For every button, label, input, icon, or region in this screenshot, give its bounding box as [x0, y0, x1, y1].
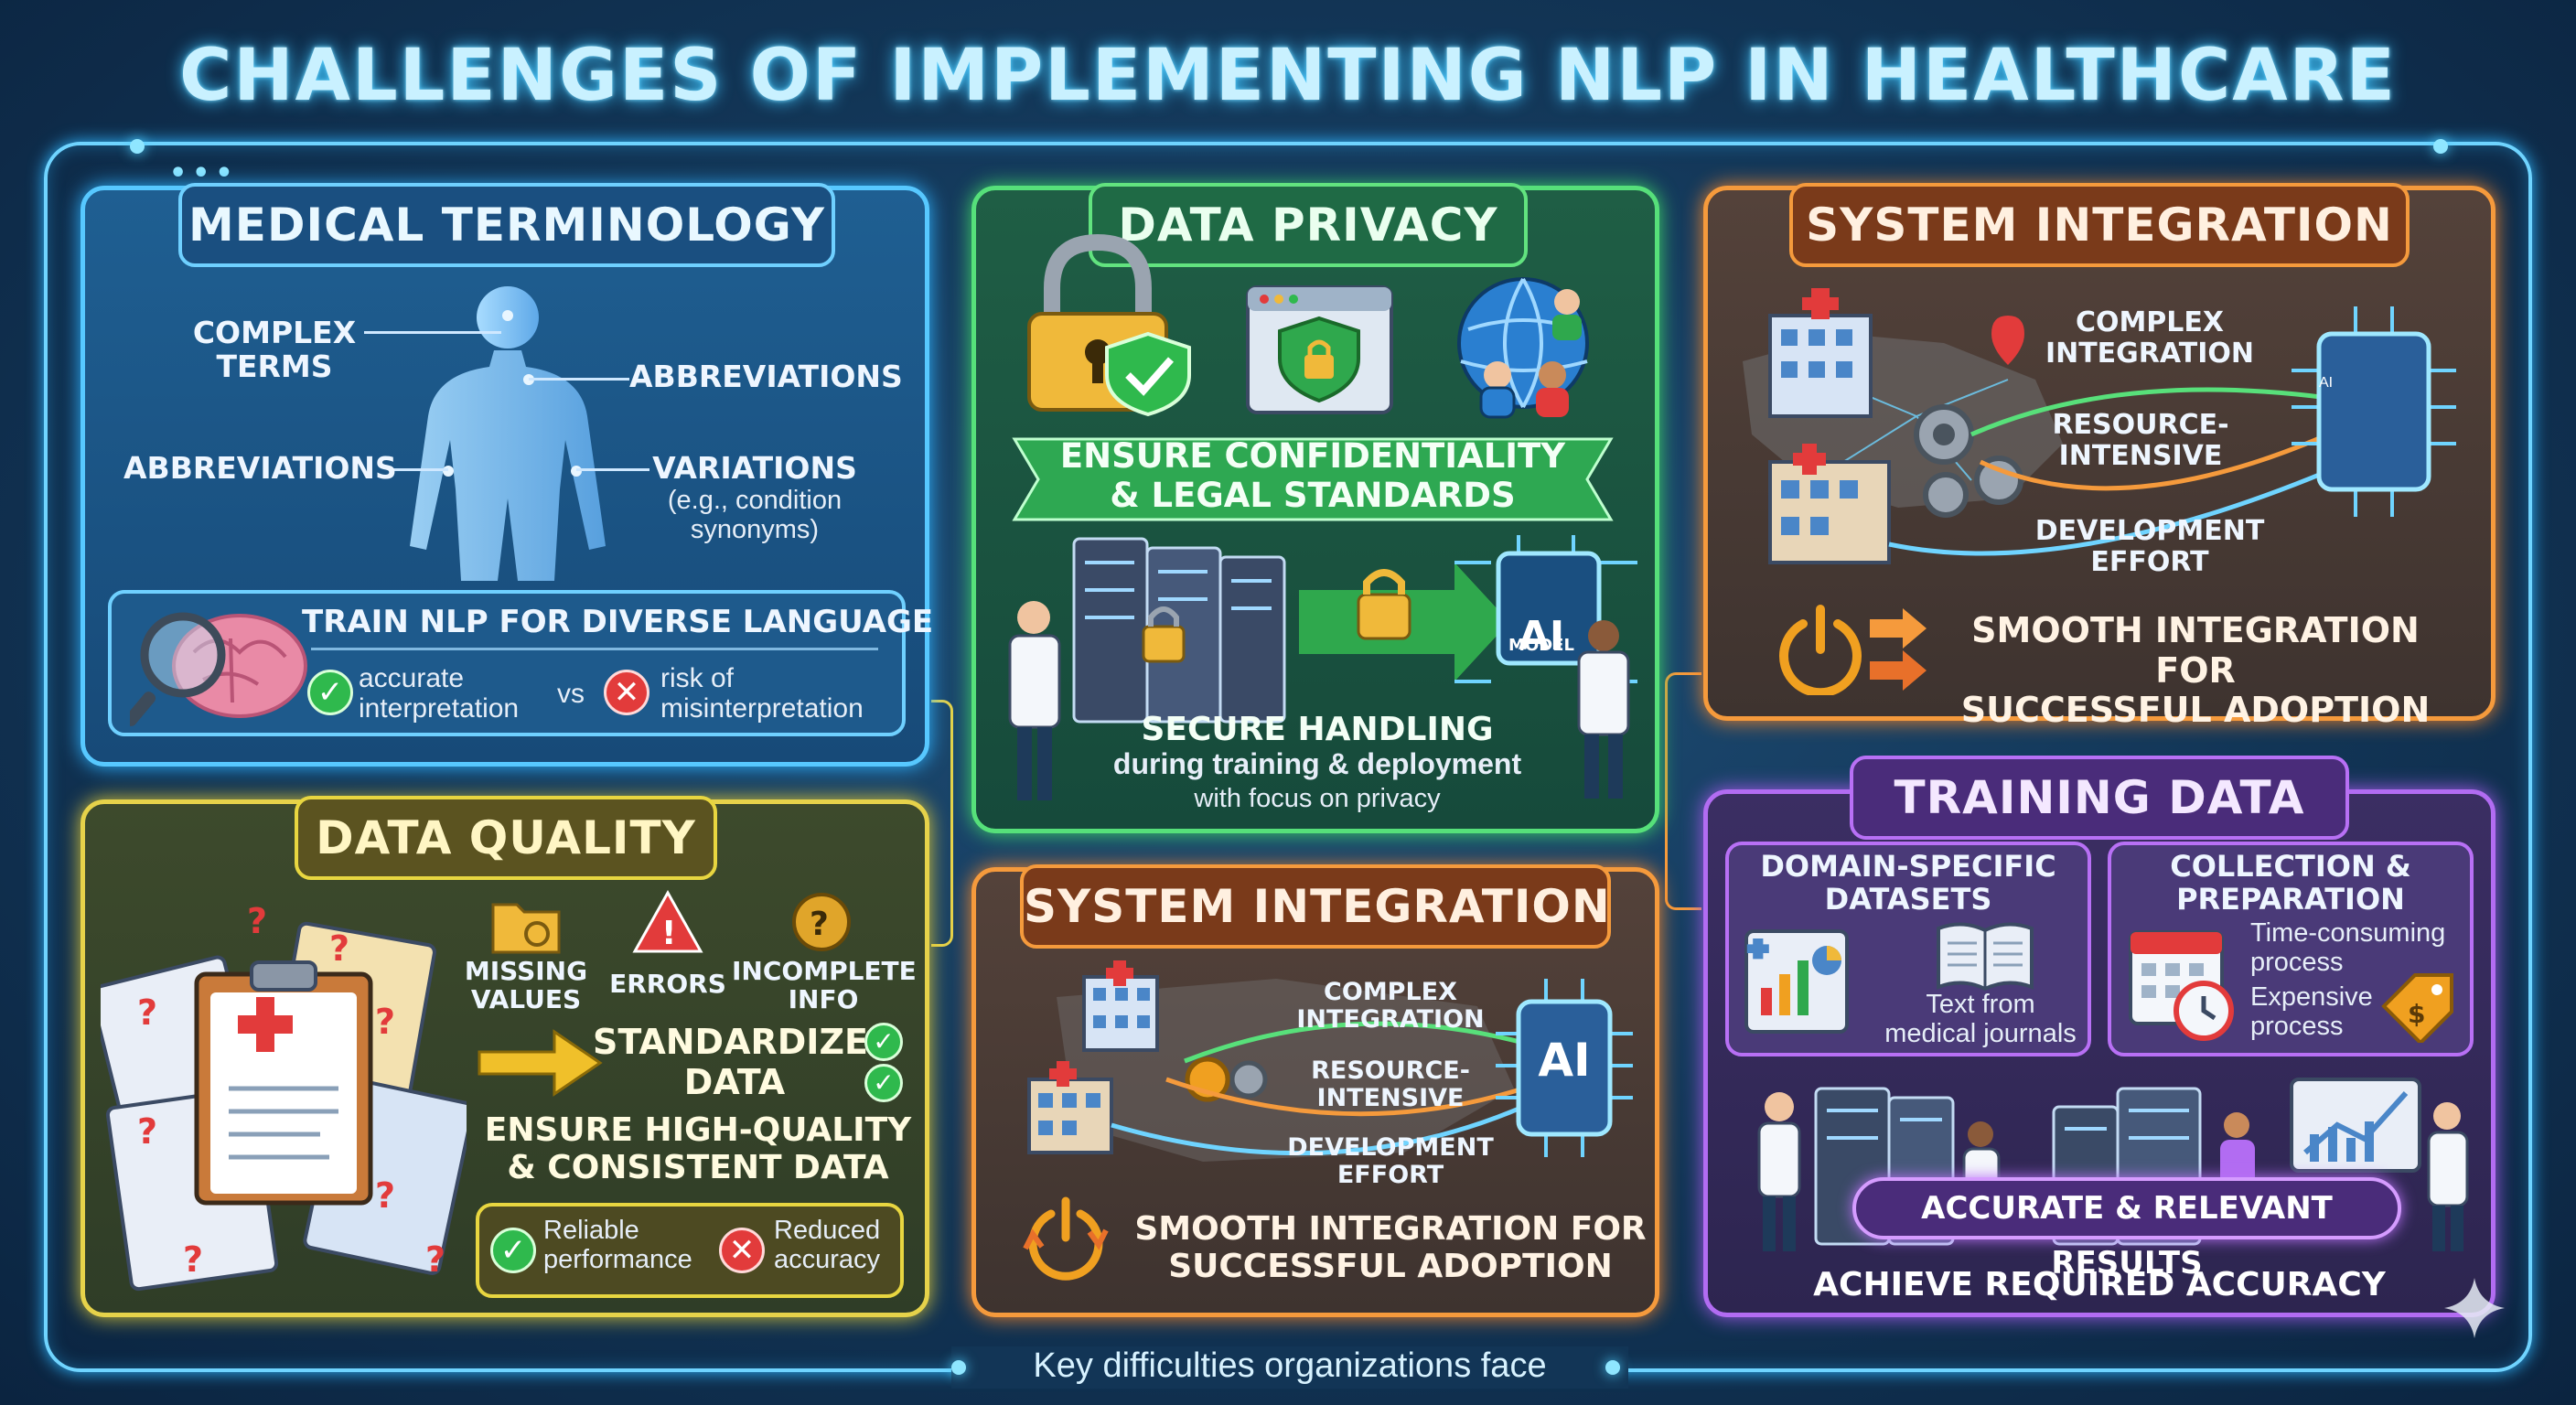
expensive-text: Expensive process — [2250, 982, 2373, 1041]
svg-text:$: $ — [2408, 999, 2425, 1029]
check-icon: ✓ — [864, 1023, 903, 1061]
system-integration-top-heading: SYSTEM INTEGRATION — [1789, 183, 2410, 267]
focus-privacy-text: with focus on privacy — [1194, 784, 1441, 813]
svg-text:?: ? — [137, 992, 157, 1033]
integration-mid-ai-label: AI — [1538, 1034, 1591, 1087]
svg-text:?: ? — [247, 906, 267, 941]
warning-icon: ! — [632, 889, 703, 953]
pointer-line — [529, 378, 629, 381]
secure-handling-title: SECURE HANDLING — [1141, 711, 1494, 748]
errors-label: ERRORS — [609, 969, 726, 999]
svg-text:?: ? — [810, 906, 829, 943]
sparkle-icon — [2444, 1278, 2505, 1338]
book-icon — [1937, 922, 2034, 992]
check-icon: ✓ — [490, 1228, 536, 1273]
svg-text:?: ? — [329, 928, 349, 969]
connector-line — [931, 700, 953, 947]
power-icon — [1779, 605, 1862, 695]
pointer-line — [576, 468, 649, 471]
vs-text: vs — [557, 679, 585, 709]
abbreviations-right-label: ABBREVIATIONS — [629, 359, 903, 394]
svg-text:?: ? — [375, 1175, 395, 1216]
reliable-performance-text: Reliable performance — [543, 1216, 692, 1274]
privacy-model-label: MODEL — [1508, 636, 1574, 655]
incomplete-info-label: INCOMPLETE INFO — [732, 956, 917, 1015]
pointer-line — [393, 468, 448, 471]
connector-line — [1665, 672, 1701, 910]
ribbon-banner — [1012, 437, 1614, 521]
report-chart-icon — [1744, 929, 1849, 1034]
brain-magnifier-icon — [130, 612, 307, 726]
frame-glow-dot — [2433, 139, 2448, 154]
footer-glow-dot — [1605, 1360, 1620, 1375]
accurate-interpretation-text: accurate interpretation — [359, 663, 520, 724]
page-title: CHALLENGES OF IMPLEMENTING NLP IN HEALTH… — [179, 35, 2397, 117]
footer-caption: Key difficulties organizations face — [951, 1346, 1628, 1389]
svg-text:?: ? — [183, 1239, 203, 1280]
browser-lock-icon — [1246, 285, 1393, 414]
frame-glow-dot — [130, 139, 145, 154]
check-icon: ✓ — [864, 1064, 903, 1102]
secure-pipeline-illustration — [1008, 535, 1637, 800]
missing-values-label: MISSING VALUES — [464, 956, 588, 1015]
question-icon: ? — [792, 893, 851, 951]
development-effort-mid-label: DEVELOPMENT EFFORT — [1287, 1133, 1494, 1190]
folder-icon — [491, 903, 561, 954]
smooth-integration-mid-text: SMOOTH INTEGRATION FOR SUCCESSFUL ADOPTI… — [1134, 1210, 1647, 1286]
system-integration-mid-heading: SYSTEM INTEGRATION — [1020, 864, 1611, 949]
time-consuming-text: Time-consuming process — [2250, 918, 2446, 977]
standardized-data-label: STANDARDIZED DATA — [593, 1022, 897, 1102]
ensure-quality-label: ENSURE HIGH-QUALITY & CONSISTENT DATA — [484, 1111, 912, 1187]
svg-text:?: ? — [425, 1239, 445, 1280]
quality-outcomes-box — [476, 1203, 904, 1298]
development-effort-label: DEVELOPMENT EFFORT — [2034, 515, 2265, 578]
complex-integration-label: COMPLEX INTEGRATION — [2045, 306, 2255, 370]
scientist-icon — [1577, 620, 1630, 799]
documents-pile-icon: ? ? ? ? ? ? ? ? — [101, 906, 467, 1292]
privacy-ai-label: AI — [1518, 613, 1565, 660]
achieve-accuracy-text: ACHIEVE REQUIRED ACCURACY — [1813, 1266, 2386, 1303]
variations-note: (e.g., condition synonyms) — [667, 486, 843, 544]
svg-text:?: ? — [137, 1111, 157, 1152]
power-cycle-icon — [1023, 1196, 1109, 1281]
resource-intensive-label: RESOURCE- INTENSIVE — [2052, 409, 2229, 472]
confidentiality-ribbon-text: ENSURE CONFIDENTIALITY & LEGAL STANDARDS — [1059, 436, 1566, 515]
cross-icon: ✕ — [604, 670, 649, 715]
complex-terms-label: COMPLEX TERMS — [192, 315, 357, 384]
collection-preparation-title: COLLECTION & PREPARATION — [2170, 849, 2411, 917]
resource-intensive-mid-label: RESOURCE- INTENSIVE — [1311, 1056, 1470, 1113]
abbreviations-left-label: ABBREVIATIONS — [123, 450, 397, 486]
variations-label: VARIATIONS — [652, 450, 857, 486]
during-training-text: during training & deployment — [1112, 747, 1522, 780]
integration-top-ai-label: AI — [2319, 375, 2334, 391]
medical-journals-text: Text from medical journals — [1884, 990, 2077, 1048]
accurate-results-pill: ACCURATE & RELEVANT RESULTS — [1852, 1177, 2401, 1282]
divider — [311, 648, 878, 650]
double-arrow-icon — [1870, 608, 1927, 691]
complex-integration-mid-label: COMPLEX INTEGRATION — [1296, 978, 1485, 1035]
arrow-right-icon — [478, 1029, 603, 1097]
data-quality-heading: DATA QUALITY — [295, 796, 717, 880]
padlock-shield-icon — [1027, 233, 1191, 416]
human-body-icon — [410, 286, 606, 581]
pointer-line — [364, 331, 501, 334]
risk-misinterpretation-text: risk of misinterpretation — [660, 663, 864, 724]
price-tag-icon: $ — [2381, 973, 2453, 1043]
domain-datasets-title: DOMAIN-SPECIFIC DATASETS — [1760, 849, 2056, 917]
integration-network-illustration — [1743, 288, 2456, 564]
smooth-integration-top-text: SMOOTH INTEGRATION FOR SUCCESSFUL ADOPTI… — [1960, 610, 2431, 731]
cross-icon: ✕ — [719, 1228, 765, 1273]
medical-terminology-heading: MEDICAL TERMINOLOGY — [178, 183, 835, 267]
footer-glow-dot — [951, 1360, 966, 1375]
training-data-heading: TRAINING DATA — [1850, 756, 2349, 840]
reduced-accuracy-text: Reduced accuracy — [774, 1216, 881, 1274]
svg-text:!: ! — [661, 915, 676, 952]
check-icon: ✓ — [307, 670, 353, 715]
calendar-clock-icon — [2129, 930, 2234, 1041]
integration-network-mid-illustration — [1027, 960, 1633, 1162]
data-privacy-heading: DATA PRIVACY — [1089, 183, 1528, 267]
globe-people-icon — [1457, 277, 1589, 419]
train-nlp-title: TRAIN NLP FOR DIVERSE LANGUAGE — [302, 604, 934, 640]
svg-text:?: ? — [375, 1002, 395, 1042]
